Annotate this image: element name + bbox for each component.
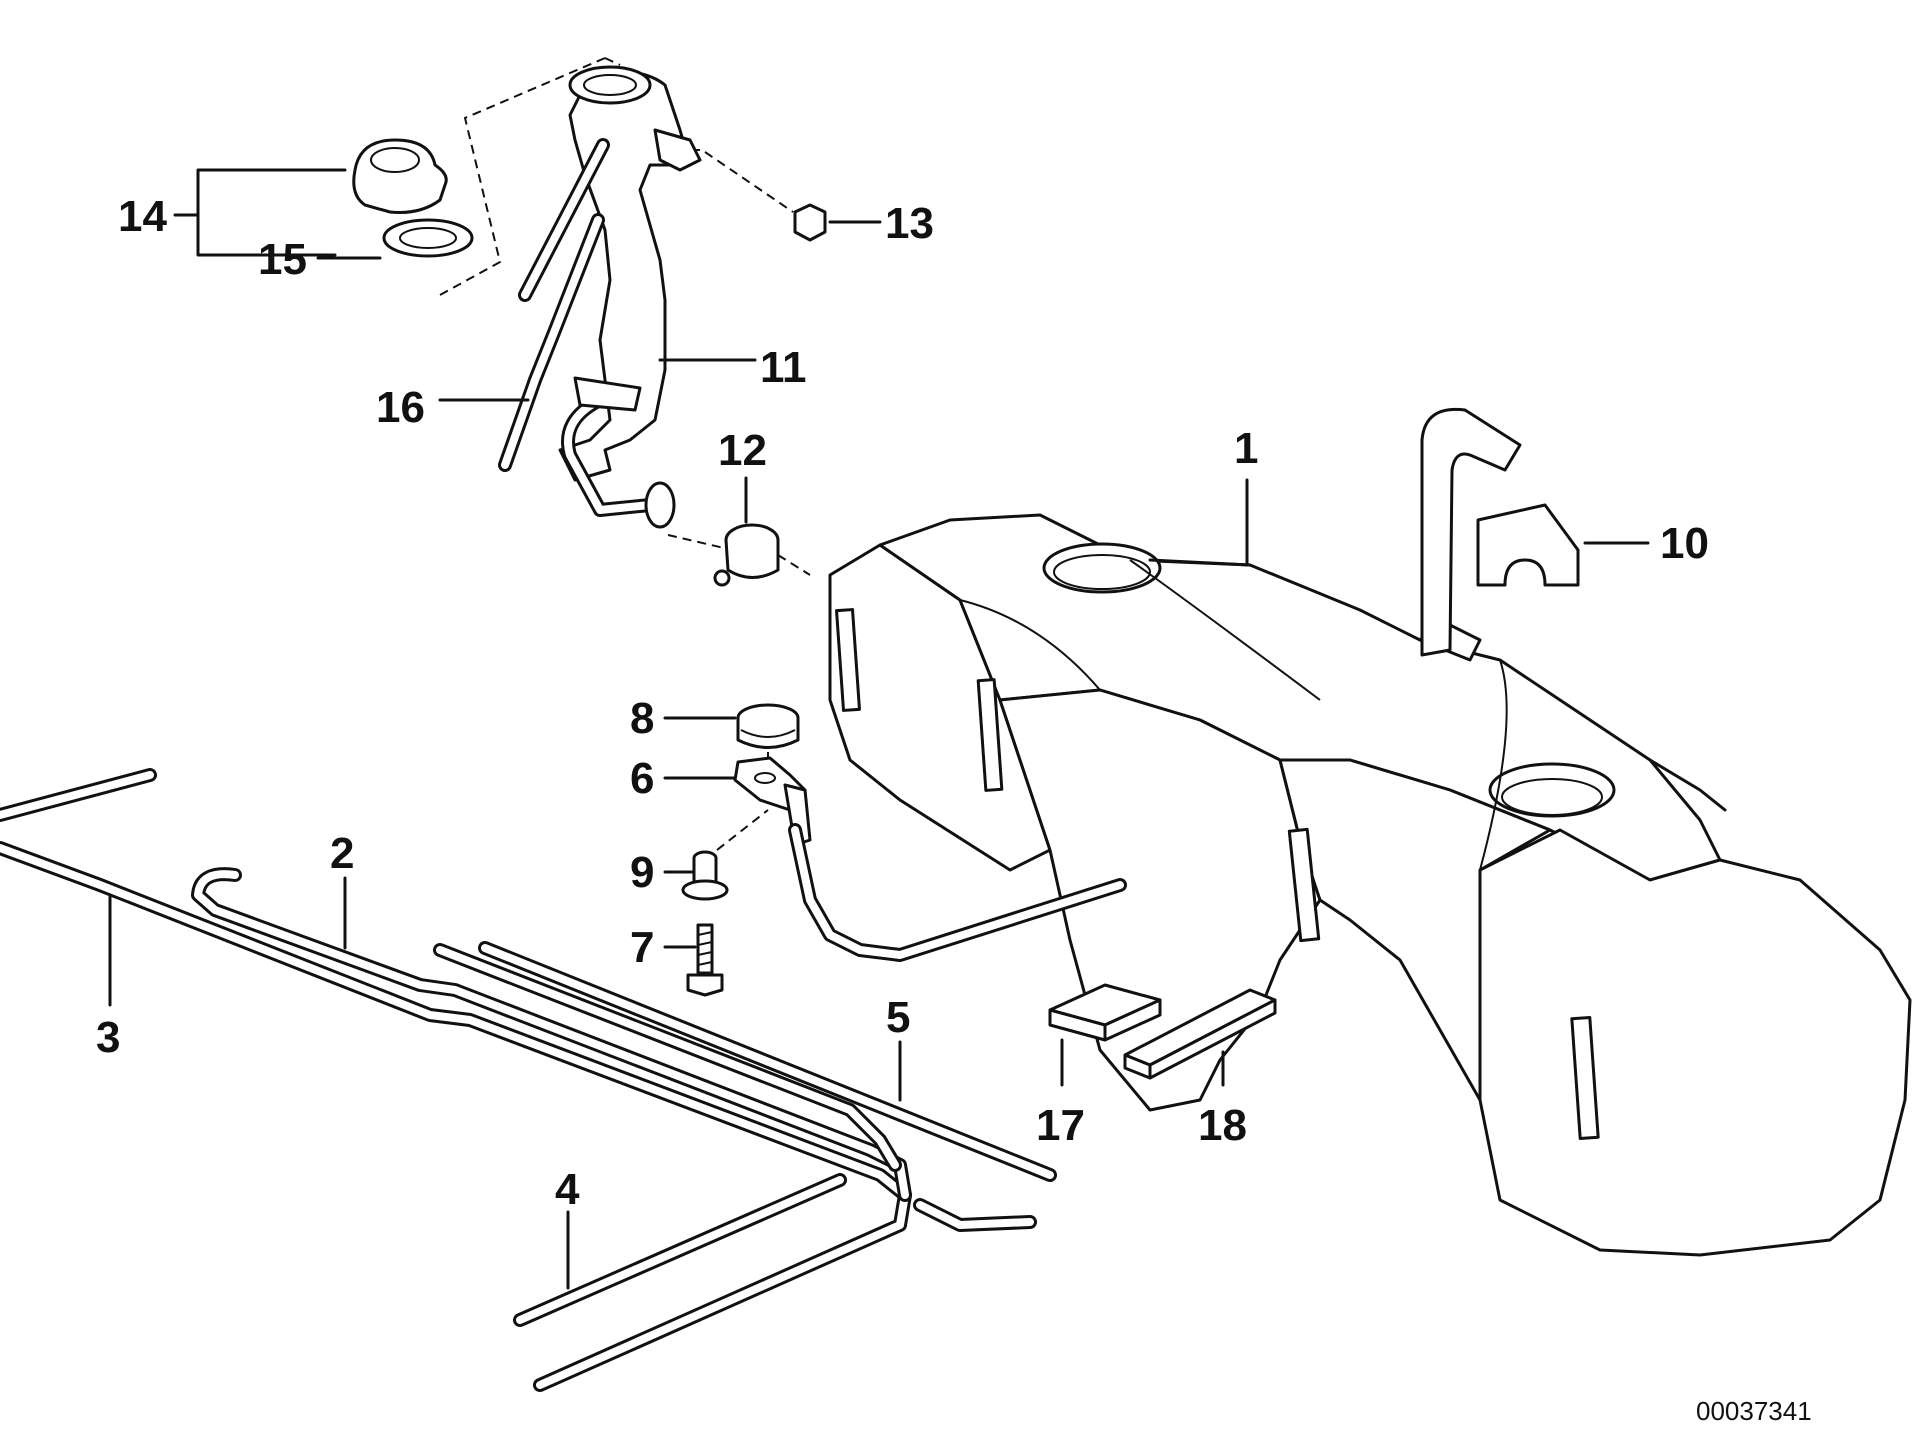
callout-17: 17: [1036, 1101, 1085, 1150]
rubber-mount: [663, 703, 800, 768]
callout-13: 13: [885, 199, 934, 248]
callout-14: 14: [118, 192, 167, 241]
callout-5: 5: [886, 993, 910, 1042]
callout-9: 9: [630, 848, 654, 897]
callout-10: 10: [1660, 519, 1709, 568]
callout-16: 16: [376, 383, 425, 432]
cap-gasket: [382, 218, 474, 258]
pad-17: [1048, 983, 1162, 1087]
mounting-bracket: [663, 756, 1127, 962]
mounting-bolt: [663, 923, 724, 997]
vent-pipe: [438, 138, 610, 472]
fuel-line-5: [478, 941, 1057, 1232]
callout-6: 6: [630, 754, 654, 803]
fuel-line-3: [0, 768, 912, 1392]
cap-bracket-leaders: [173, 57, 621, 296]
hex-nut: [704, 151, 882, 242]
document-number: 00037341: [1696, 1396, 1812, 1426]
callout-11: 11: [760, 343, 807, 392]
tank-strap: [1420, 407, 1650, 657]
callout-3: 3: [96, 1013, 120, 1062]
callout-2: 2: [330, 829, 354, 878]
callout-1: 1: [1234, 424, 1258, 473]
pad-18: [1123, 988, 1277, 1087]
spacer-bushing: [663, 809, 769, 901]
callout-4: 4: [555, 1165, 580, 1214]
callout-8: 8: [630, 694, 654, 743]
filler-cap: [352, 138, 448, 214]
callout-18: 18: [1198, 1101, 1247, 1150]
fuel-tank: [828, 478, 1912, 1257]
callout-15: 15: [258, 235, 307, 284]
callout-7: 7: [630, 923, 654, 972]
fuel-line-4: [433, 943, 902, 1327]
fuel-line-2: [191, 867, 912, 1202]
callout-12: 12: [718, 426, 767, 475]
hose-clamp: [667, 476, 811, 587]
